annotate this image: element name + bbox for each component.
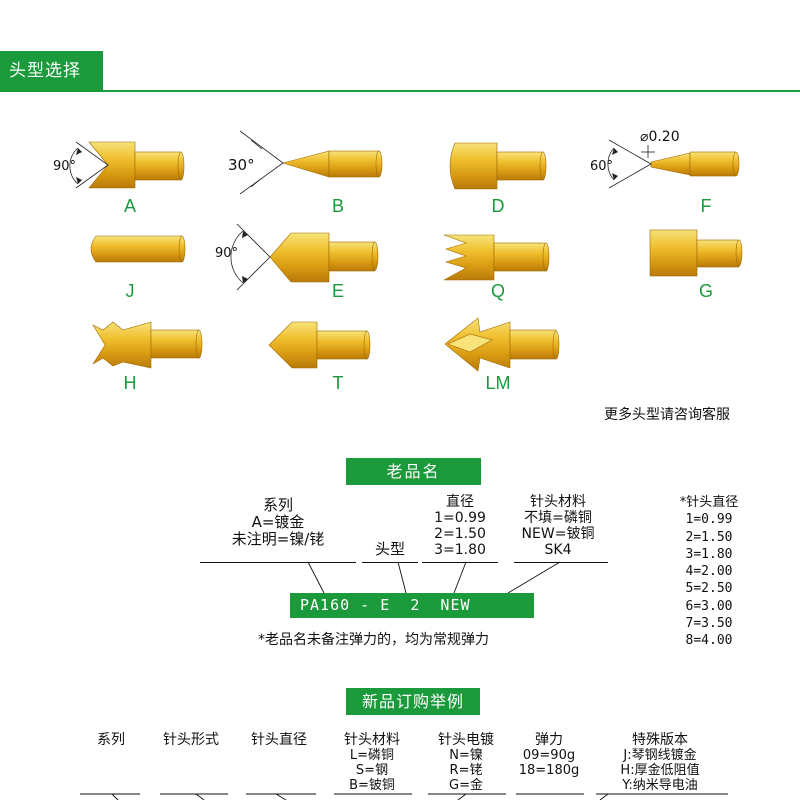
old-series-option-a: A=镀金 bbox=[251, 513, 305, 531]
new-special-option: H:厚金低阻值 bbox=[620, 763, 700, 778]
old-name-title: 老品名 bbox=[346, 458, 481, 485]
old-diameter-2: 2=1.50 bbox=[434, 526, 486, 542]
head-diameter-item: 7=3.50 bbox=[685, 616, 733, 632]
head-diameter-item: 3=1.80 bbox=[685, 546, 733, 562]
angle-label-a: 90° bbox=[53, 159, 77, 174]
old-diameter-3: 3=1.80 bbox=[434, 542, 486, 558]
new-special-heading: 特殊版本 bbox=[632, 732, 688, 748]
new-material-option: B=铍铜 bbox=[349, 778, 395, 793]
tip-label-e: E bbox=[331, 281, 344, 301]
section-title-head-type: 头型选择 bbox=[0, 51, 103, 92]
new-material-heading: 针头材料 bbox=[344, 732, 400, 748]
tip-label-lm: LM bbox=[485, 373, 511, 393]
old-head-type-heading: 头型 bbox=[374, 540, 405, 558]
diameter-value-f: 0.20 bbox=[648, 129, 680, 145]
tip-label-a: A bbox=[123, 196, 136, 216]
more-head-types-note: 更多头型请咨询客服 bbox=[604, 407, 730, 423]
tip-e-drawing bbox=[269, 232, 379, 283]
new-plating-option: N=镍 bbox=[449, 748, 483, 763]
head-diameter-item: 8=4.00 bbox=[685, 633, 733, 649]
new-col-head-diameter: 针头直径 bbox=[251, 732, 307, 748]
new-col-head-form: 针头形式 bbox=[163, 732, 219, 748]
tip-f-drawing bbox=[650, 151, 740, 177]
new-material-option: L=磷铜 bbox=[349, 748, 395, 763]
old-material-underline bbox=[514, 562, 608, 563]
tip-label-g: G bbox=[698, 281, 713, 301]
tip-a-drawing bbox=[88, 141, 185, 189]
old-material-sk4: SK4 bbox=[544, 542, 572, 558]
tip-h-drawing bbox=[92, 321, 203, 369]
old-series-heading: 系列 bbox=[262, 496, 293, 514]
new-special-option: J:琴钢线镀金 bbox=[623, 748, 697, 763]
new-force-option: 09=90g bbox=[522, 748, 576, 763]
new-force-option: 18=180g bbox=[518, 763, 580, 778]
head-diameter-item: 6=3.00 bbox=[685, 598, 733, 614]
tip-label-b: B bbox=[331, 196, 344, 216]
tip-label-j: J bbox=[125, 281, 135, 301]
new-col-series: 系列 bbox=[97, 732, 125, 748]
tip-b-drawing bbox=[281, 150, 383, 178]
head-diameter-item: 1=0.99 bbox=[685, 512, 733, 528]
tip-j-drawing bbox=[90, 235, 186, 263]
new-special-option: Y:纳米导电油 bbox=[622, 778, 698, 793]
old-head-type-underline bbox=[362, 562, 418, 563]
old-material-new: NEW=铍铜 bbox=[521, 526, 595, 542]
old-name-force-note: *老品名未备注弹力的，均为常规弹力 bbox=[258, 632, 489, 648]
old-series-underline bbox=[200, 562, 356, 563]
old-diameter-underline bbox=[422, 562, 498, 563]
diameter-annotation-f: ⌀0.20 bbox=[640, 129, 680, 145]
head-diameter-item: 5=2.50 bbox=[685, 581, 733, 597]
old-series-option-default: 未注明=镍/铑 bbox=[231, 530, 325, 548]
old-material-default: 不填=磷铜 bbox=[524, 510, 592, 526]
head-diameter-list-title: *针头直径 bbox=[679, 495, 739, 510]
angle-label-f: 60° bbox=[590, 159, 614, 174]
tip-label-t: T bbox=[332, 373, 344, 393]
new-name-title: 新品订购举例 bbox=[346, 688, 480, 715]
new-force-heading: 弹力 bbox=[535, 732, 563, 748]
tip-t-drawing bbox=[268, 321, 371, 369]
tip-label-d: D bbox=[491, 196, 505, 216]
section-divider bbox=[0, 90, 800, 92]
tip-d-drawing bbox=[449, 142, 547, 190]
new-plating-option: R=铑 bbox=[449, 763, 483, 778]
new-material-option: S=钢 bbox=[355, 763, 389, 778]
old-model-code: PA160 - E 2 NEW bbox=[290, 593, 534, 618]
tip-g-drawing bbox=[649, 229, 743, 277]
tip-label-f: F bbox=[700, 196, 712, 216]
tip-q-drawing bbox=[443, 234, 550, 281]
old-diameter-1: 1=0.99 bbox=[434, 510, 486, 526]
tip-label-q: Q bbox=[490, 281, 505, 301]
angle-label-e: 90° bbox=[215, 246, 239, 261]
old-diameter-heading: 直径 bbox=[446, 494, 474, 510]
new-plating-option: G=金 bbox=[449, 778, 483, 793]
head-diameter-item: 2=1.50 bbox=[685, 529, 733, 545]
head-diameter-item: 4=2.00 bbox=[685, 564, 733, 580]
tip-lm-drawing bbox=[444, 317, 560, 372]
angle-label-b: 30° bbox=[228, 156, 255, 174]
old-material-heading: 针头材料 bbox=[530, 494, 586, 510]
new-plating-heading: 针头电镀 bbox=[438, 732, 494, 748]
tip-label-h: H bbox=[123, 373, 137, 393]
